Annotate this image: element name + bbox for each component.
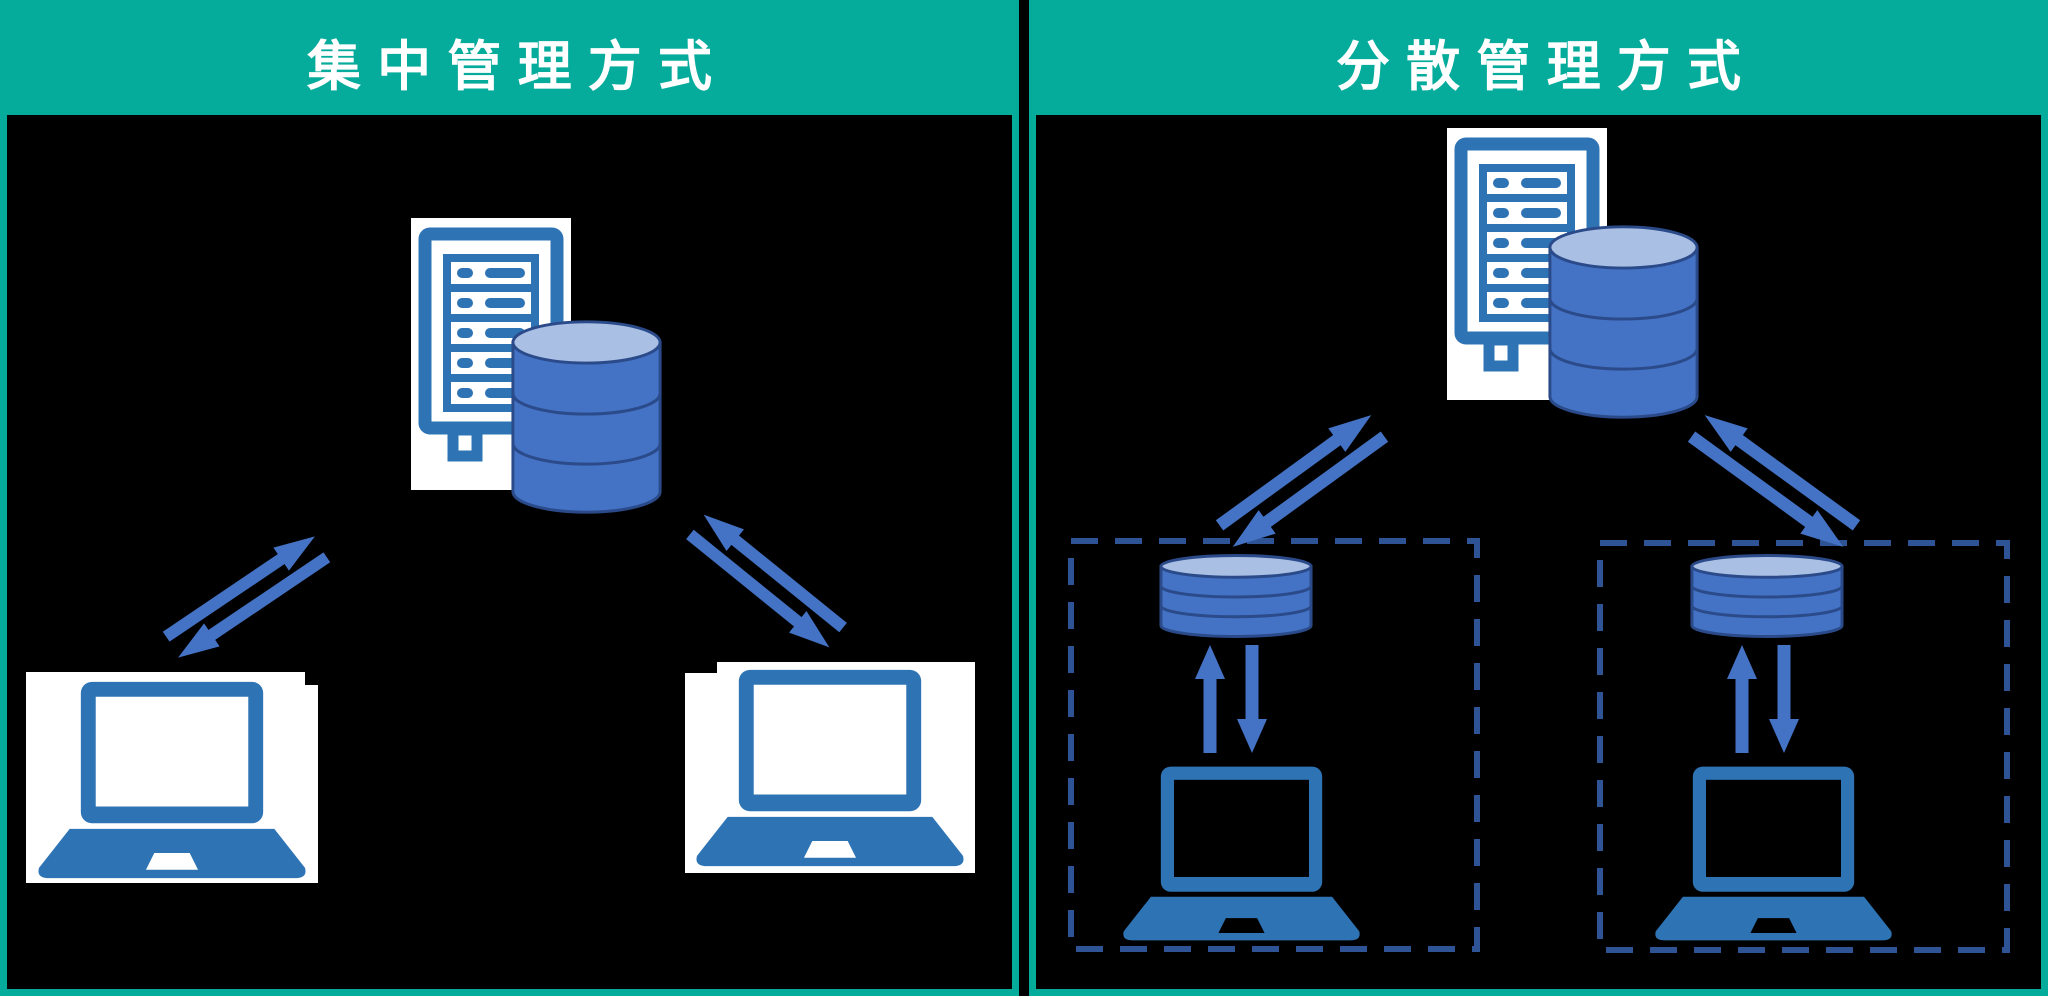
panel-centralized: 集中管理方式 (0, 0, 1019, 996)
bidirectional-arrows-server-client-right (676, 500, 856, 661)
panel-distributed-title: 分散管理方式 (1335, 34, 1758, 98)
site-boundary-dashed-box-right (1597, 540, 2010, 953)
small-database-cylinder-icon-left (1157, 553, 1315, 641)
site-boundary-dashed-box-left (1068, 538, 1480, 952)
card-notch (305, 672, 318, 685)
small-database-cylinder-icon-right (1688, 553, 1846, 641)
bidirectional-arrows-server-client-left (154, 521, 340, 673)
panel-centralized-title: 集中管理方式 (306, 34, 729, 98)
panel-distributed-header: 分散管理方式 (1036, 7, 2041, 115)
bidirectional-arrows-server-site-left (1204, 399, 1400, 563)
database-cylinder-icon (508, 315, 665, 520)
bidirectional-arrows-server-site-right (1676, 399, 1872, 563)
card-notch (685, 662, 717, 673)
laptop-icon-site-left (1118, 765, 1365, 942)
laptop-icon (32, 680, 312, 880)
panel-distributed: 分散管理方式 (1029, 0, 2048, 996)
laptop-icon-site-right (1650, 765, 1897, 942)
bidirectional-vertical-arrows-right (1727, 643, 1799, 755)
client-laptop-card-right (685, 662, 975, 873)
panel-centralized-header: 集中管理方式 (7, 7, 1012, 115)
laptop-icon (690, 668, 970, 868)
client-laptop-card-left (26, 672, 318, 883)
bidirectional-vertical-arrows-left (1195, 643, 1267, 755)
database-cylinder-icon (1545, 220, 1702, 425)
